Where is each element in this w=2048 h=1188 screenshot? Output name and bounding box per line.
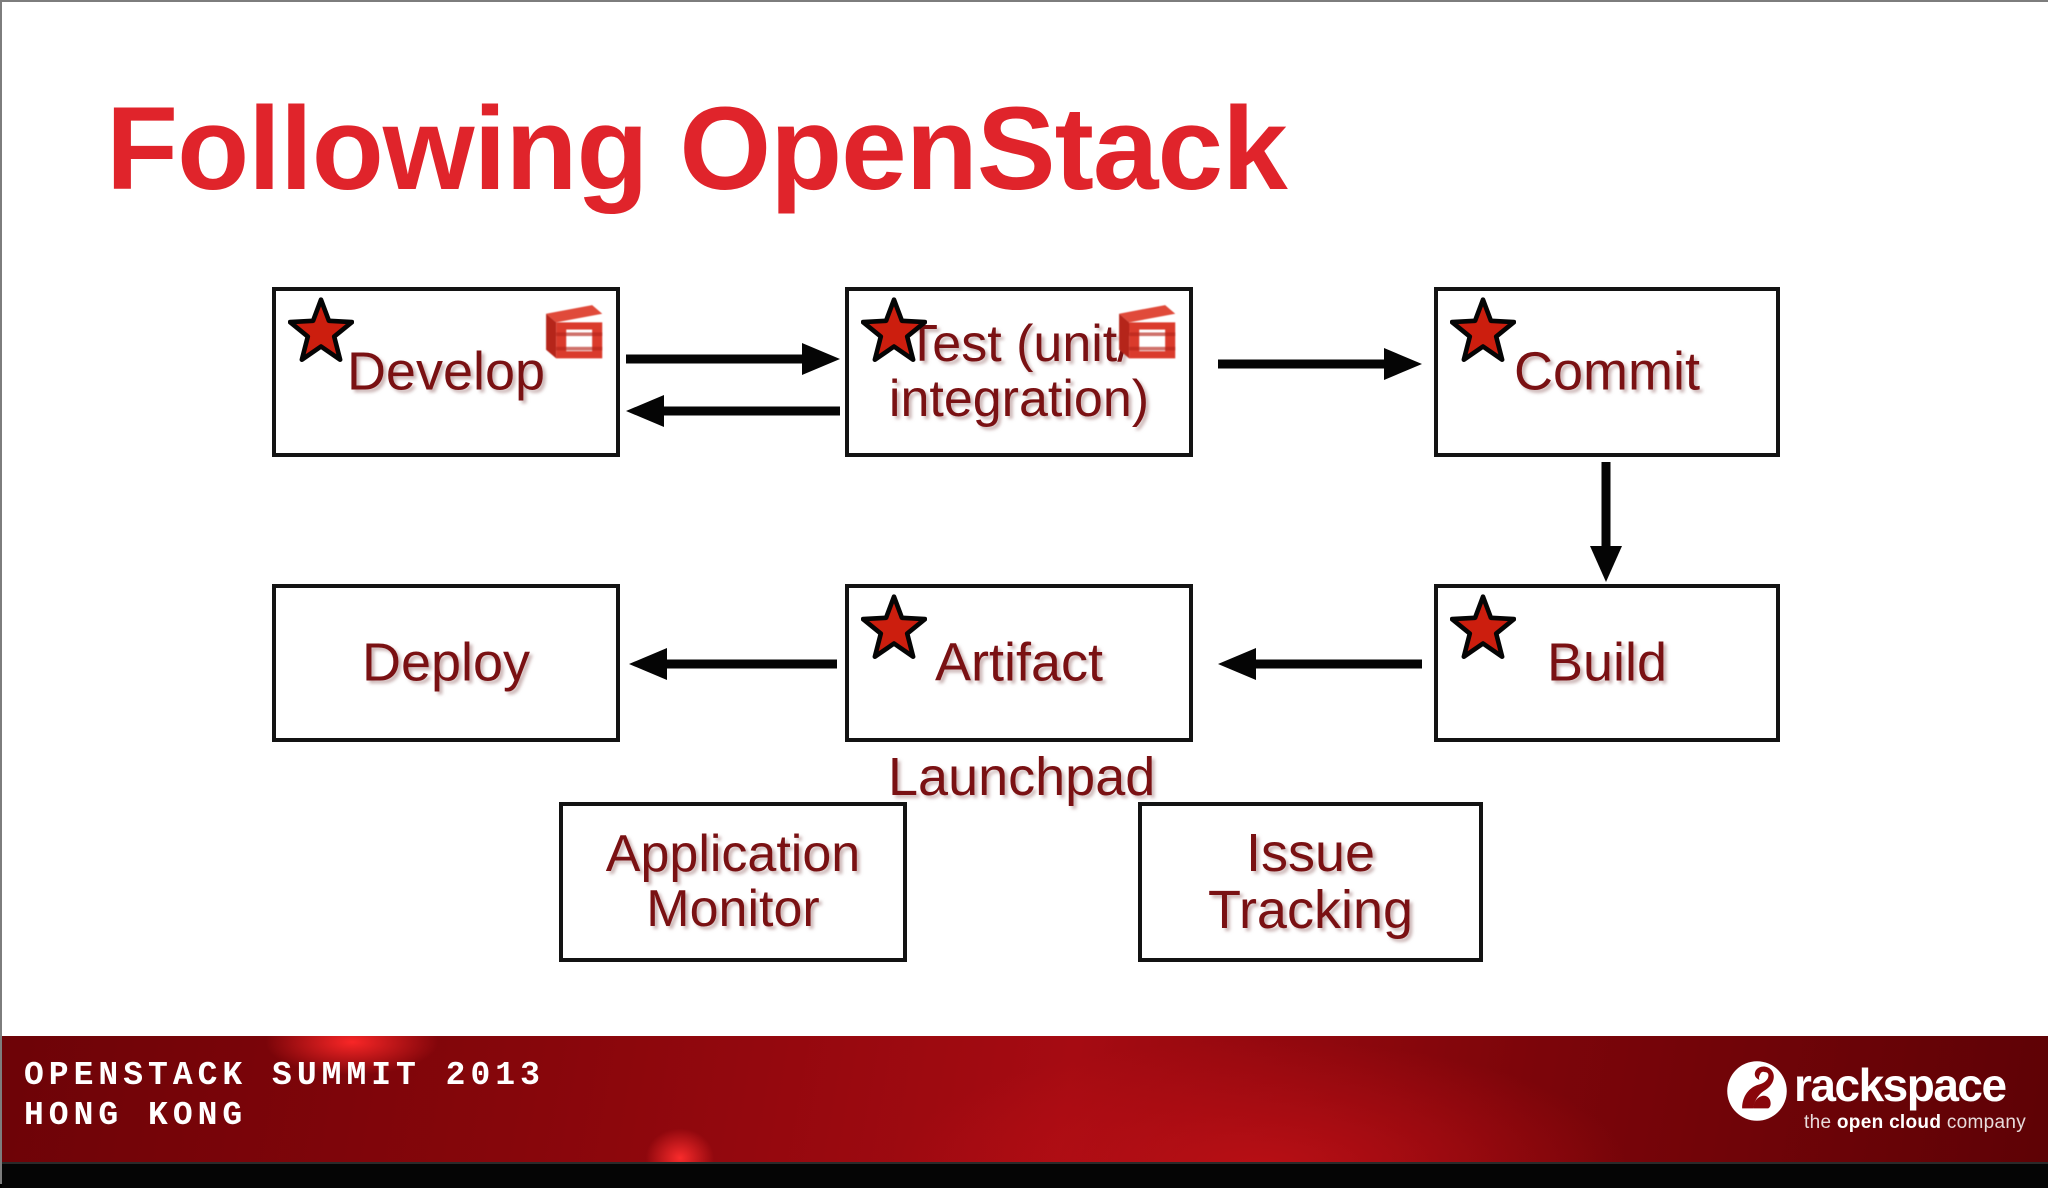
label-launchpad: Launchpad xyxy=(888,747,1156,807)
openstack-logo-icon xyxy=(1119,305,1176,359)
flow-node-application-monitor[interactable]: Application Monitor xyxy=(559,802,907,962)
screen-bezel xyxy=(2,1162,2048,1188)
flow-node-label: Develop xyxy=(346,341,546,402)
slide-footer: OPENSTACK SUMMIT 2013 HONG KONG rackspac… xyxy=(2,1036,2048,1162)
star-icon xyxy=(861,297,927,363)
star-icon xyxy=(1450,594,1516,660)
summit-line-1: OPENSTACK SUMMIT 2013 xyxy=(24,1057,545,1094)
rackspace-wordmark: rackspace xyxy=(1794,1059,2007,1111)
arrow-build-to-artifact xyxy=(1218,648,1422,680)
arrow-artifact-to-deploy xyxy=(629,648,837,680)
flow-node-label: Deploy xyxy=(361,632,531,693)
rackspace-mark-icon xyxy=(1727,1061,1787,1121)
tagline-bold: open cloud xyxy=(1836,1112,1942,1133)
arrow-develop-to-test xyxy=(626,343,840,375)
tagline-pre: the xyxy=(1804,1112,1837,1133)
flow-node-label: Artifact xyxy=(934,632,1104,693)
flow-node-label-line1: Application xyxy=(605,824,861,883)
flow-node-label-line2: Monitor xyxy=(646,880,820,938)
flow-node-label-line2: integration) xyxy=(888,370,1150,428)
flow-node-label: Test (unit/ integration) xyxy=(849,314,1189,428)
page-title: Following OpenStack xyxy=(106,83,1288,215)
rackspace-logo: rackspace the open cloud company xyxy=(1726,1060,2026,1140)
tagline-post: company xyxy=(1941,1112,2027,1133)
arrow-test-to-commit xyxy=(1218,348,1422,380)
flow-node-label: Build xyxy=(1546,632,1668,693)
flow-node-test[interactable]: Test (unit/ integration) xyxy=(845,287,1193,457)
star-icon xyxy=(288,297,354,363)
flow-node-artifact[interactable]: Artifact xyxy=(845,584,1193,742)
flow-node-label: Commit xyxy=(1514,341,1700,402)
flow-node-label: Application Monitor xyxy=(563,824,903,938)
summit-line-2: HONG KONG xyxy=(24,1097,248,1135)
star-icon xyxy=(1450,297,1516,363)
flow-node-commit[interactable]: Commit xyxy=(1434,287,1780,457)
arrow-test-to-develop xyxy=(626,395,840,427)
arrow-commit-to-build xyxy=(1590,462,1622,582)
flow-node-label-line1: Test (unit/ xyxy=(906,314,1132,373)
star-icon xyxy=(861,594,927,660)
summit-branding: OPENSTACK SUMMIT 2013 HONG KONG xyxy=(24,1056,545,1137)
flow-node-build[interactable]: Build xyxy=(1434,584,1780,742)
rackspace-tagline: the open cloud company xyxy=(1804,1112,2026,1134)
openstack-logo-icon xyxy=(546,305,603,359)
flow-node-label: Issue Tracking xyxy=(1207,822,1414,940)
flow-node-issue-tracking[interactable]: Issue Tracking xyxy=(1138,802,1483,962)
flow-node-develop[interactable]: Develop xyxy=(272,287,620,457)
flow-node-deploy[interactable]: Deploy xyxy=(272,584,620,742)
